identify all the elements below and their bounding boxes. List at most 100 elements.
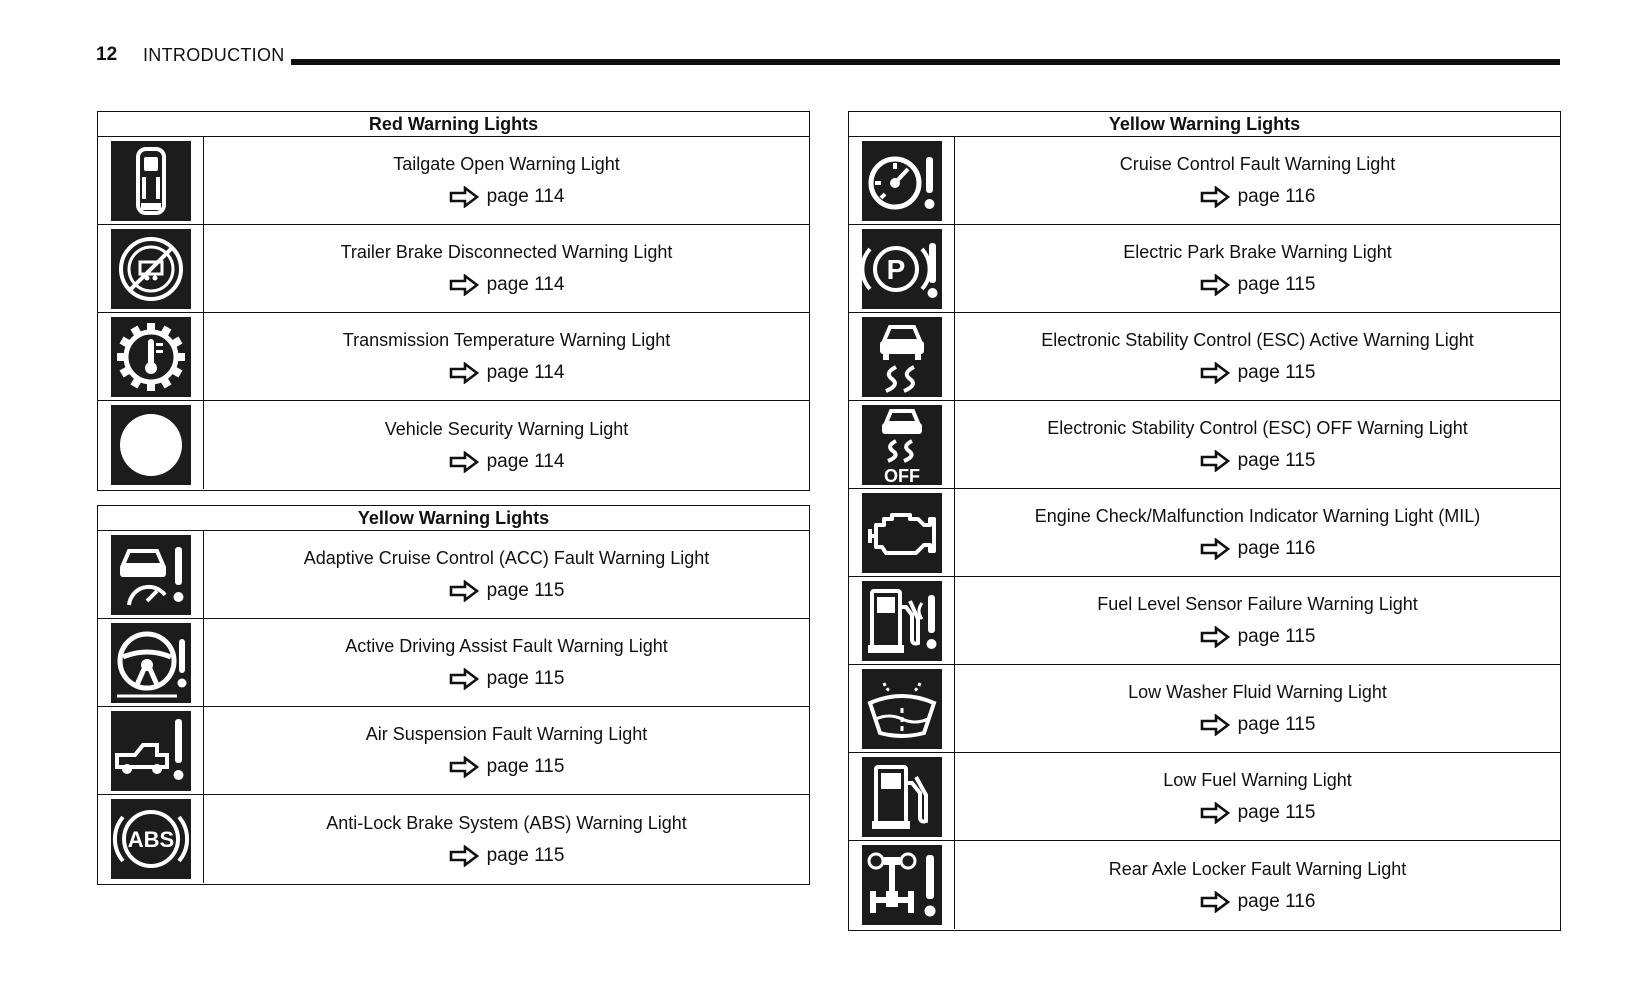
table-row: Electronic Stability Control (ESC) Activ… (849, 313, 1560, 401)
arrow-right-icon (449, 186, 479, 208)
description-cell: Low Washer Fluid Warning Light page 115 (955, 665, 1560, 752)
table-row: Low Washer Fluid Warning Light page 115 (849, 665, 1560, 753)
table-title: Yellow Warning Lights (849, 112, 1560, 137)
page-number-ref: page 115 (1237, 714, 1316, 735)
esc-off-icon: OFF (861, 404, 942, 485)
icon-cell: OFF (849, 401, 955, 488)
icon-cell (849, 577, 955, 664)
warning-light-name: Electronic Stability Control (ESC) Activ… (1041, 330, 1474, 350)
description-cell: Anti-Lock Brake System (ABS) Warning Lig… (204, 795, 809, 883)
svg-text:ABS: ABS (127, 827, 173, 852)
warning-light-name: Fuel Level Sensor Failure Warning Light (1097, 594, 1418, 614)
page-reference: page 114 (449, 362, 565, 384)
arrow-right-icon (1200, 890, 1230, 913)
description-cell: Adaptive Cruise Control (ACC) Fault Warn… (204, 531, 809, 618)
warning-light-name: Engine Check/Malfunction Indicator Warni… (1034, 506, 1481, 526)
table-row: Vehicle Security Warning Light page 114 (98, 401, 809, 489)
arrow-right-icon (1200, 538, 1230, 560)
low-fuel-icon (861, 756, 942, 837)
page-number-ref: page 116 (1237, 186, 1316, 207)
yellow-warning-lights-table-right: Yellow Warning Lights Cruise Control Fau… (848, 111, 1561, 931)
warning-light-name: Vehicle Security Warning Light (384, 418, 629, 439)
header-rule (291, 59, 1560, 65)
low-washer-fluid-icon (861, 668, 942, 749)
icon-cell (849, 313, 955, 400)
cruise-control-fault-icon (861, 140, 942, 221)
description-cell: Air Suspension Fault Warning Light page 1… (204, 707, 809, 794)
page-number-ref: page 114 (486, 450, 565, 472)
rear-axle-locker-fault-icon (861, 845, 942, 925)
page-reference: page 116 (1200, 538, 1315, 560)
electric-park-brake-icon: P (861, 228, 942, 309)
warning-light-name: Electric Park Brake Warning Light (1123, 242, 1392, 262)
description-cell: Engine Check/Malfunction Indicator Warni… (955, 489, 1560, 576)
description-cell: Electric Park Brake Warning Light page 11… (955, 225, 1560, 312)
icon-cell (98, 225, 204, 312)
icon-cell (98, 313, 204, 400)
page-number-ref: page 115 (1237, 274, 1316, 295)
arrow-right-icon (1200, 274, 1230, 296)
page-number: 12 (96, 44, 118, 65)
page-reference: page 114 (449, 450, 565, 473)
esc-active-icon (861, 316, 942, 397)
fuel-sensor-failure-icon (861, 580, 942, 661)
arrow-right-icon (449, 844, 479, 867)
vehicle-security-icon (110, 405, 191, 485)
warning-light-name: Anti-Lock Brake System (ABS) Warning Lig… (326, 812, 687, 833)
acc-fault-icon (110, 534, 191, 615)
arrow-right-icon (449, 668, 479, 690)
warning-light-name: Electronic Stability Control (ESC) OFF W… (1047, 418, 1468, 438)
abs-icon: ABS (110, 799, 191, 879)
description-cell: Active Driving Assist Fault Warning Ligh… (204, 619, 809, 706)
warning-light-name: Active Driving Assist Fault Warning Ligh… (345, 636, 668, 656)
driving-assist-fault-icon (110, 622, 191, 703)
description-cell: Electronic Stability Control (ESC) Activ… (955, 313, 1560, 400)
arrow-right-icon (1200, 186, 1230, 208)
description-cell: Fuel Level Sensor Failure Warning Light p… (955, 577, 1560, 664)
table-title: Red Warning Lights (98, 112, 809, 137)
arrow-right-icon (1200, 362, 1230, 384)
arrow-right-icon (449, 580, 479, 602)
page-number-ref: page 114 (486, 186, 565, 207)
warning-light-name: Trailer Brake Disconnected Warning Light (340, 242, 673, 262)
page-reference: page 115 (449, 844, 564, 867)
tailgate-open-icon (110, 140, 191, 221)
page-reference: page 115 (1200, 274, 1316, 296)
table-row: Adaptive Cruise Control (ACC) Fault Warn… (98, 531, 809, 619)
arrow-right-icon (449, 274, 479, 296)
page-reference: page 115 (449, 756, 564, 778)
description-cell: Vehicle Security Warning Light page 114 (204, 401, 809, 489)
icon-cell (98, 707, 204, 794)
page-number-ref: page 115 (1237, 802, 1316, 823)
page-reference: page 115 (1200, 802, 1316, 824)
engine-check-icon (861, 492, 942, 573)
page-number-ref: page 115 (486, 668, 565, 689)
table-title: Yellow Warning Lights (98, 506, 809, 531)
table-row: Fuel Level Sensor Failure Warning Light p… (849, 577, 1560, 665)
warning-light-name: Cruise Control Fault Warning Light (1119, 154, 1396, 174)
warning-light-name: Low Washer Fluid Warning Light (1128, 682, 1387, 702)
description-cell: Cruise Control Fault Warning Light page 1… (955, 137, 1560, 224)
icon-cell (849, 665, 955, 752)
icon-cell (98, 137, 204, 224)
page-reference: page 115 (1200, 626, 1315, 648)
table-row: Engine Check/Malfunction Indicator Warni… (849, 489, 1560, 577)
arrow-right-icon (1200, 714, 1230, 736)
description-cell: Trailer Brake Disconnected Warning Light… (204, 225, 809, 312)
page-number-ref: page 114 (486, 362, 565, 383)
arrow-right-icon (449, 450, 479, 473)
icon-cell (98, 531, 204, 618)
warning-light-name: Low Fuel Warning Light (1163, 770, 1352, 790)
air-suspension-fault-icon (110, 710, 191, 791)
warning-light-name: Air Suspension Fault Warning Light (365, 724, 648, 744)
icon-cell (849, 137, 955, 224)
icon-cell: ABS (98, 795, 204, 883)
arrow-right-icon (449, 362, 479, 384)
page-reference: page 116 (1200, 890, 1316, 913)
page-number-ref: page 116 (1237, 890, 1316, 912)
page-header: 12 INTRODUCTION (96, 44, 1560, 74)
